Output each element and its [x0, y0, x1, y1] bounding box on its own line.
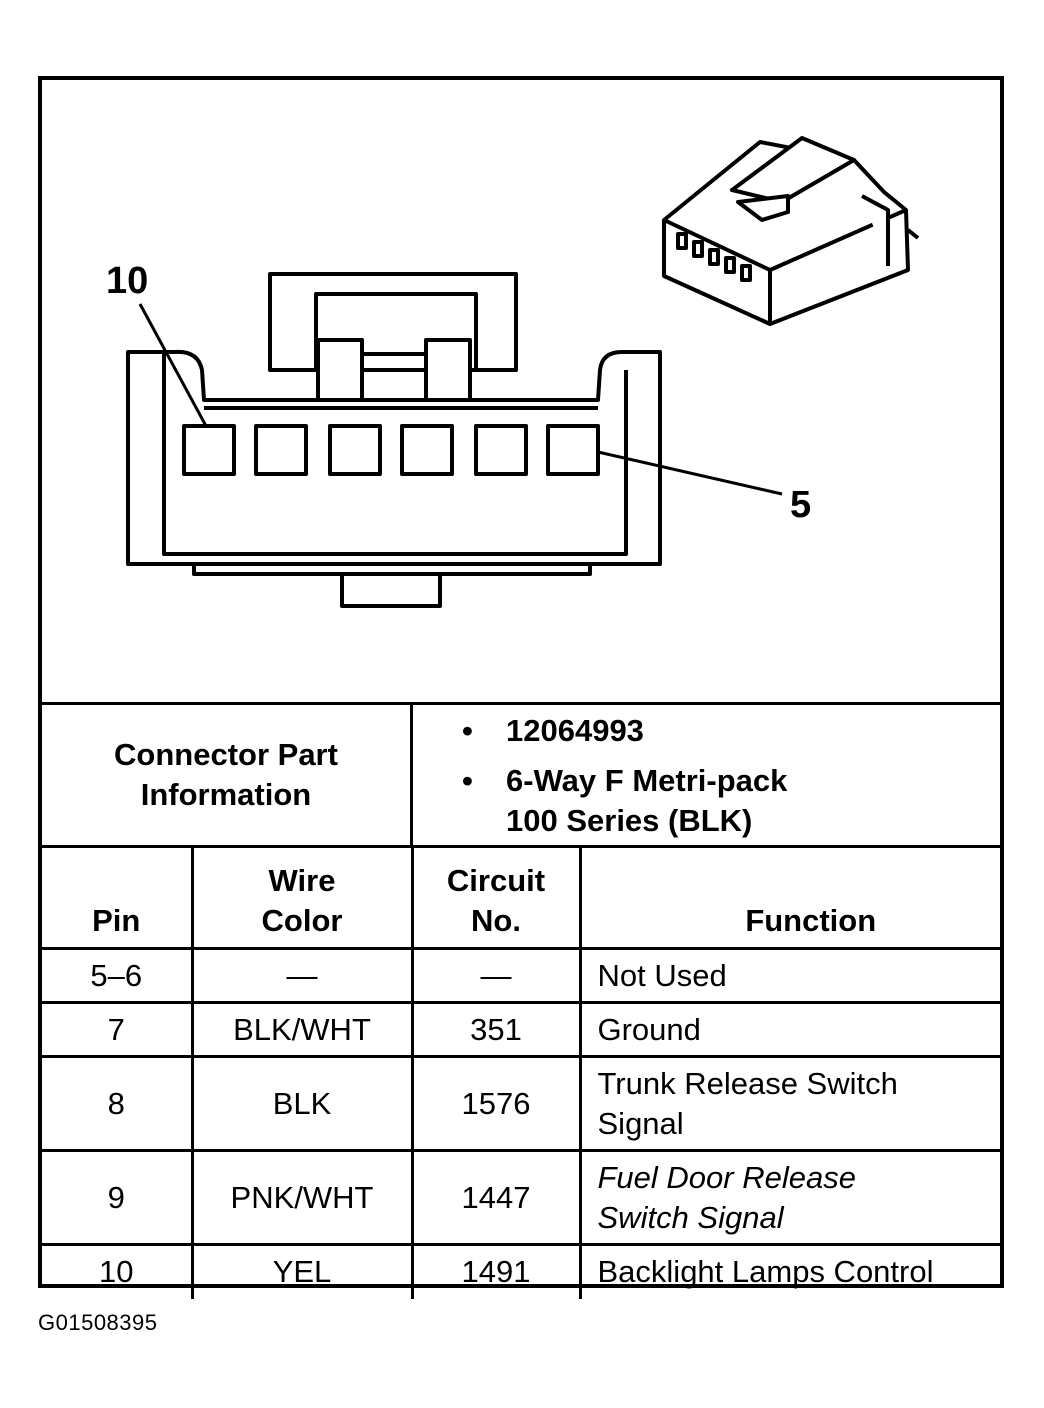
cell-circuit: 1447 [410, 1149, 582, 1246]
connector-info-list: 12064993 6-Way F Metri-pack 100 Series (… [442, 711, 787, 851]
header-circuit-line2: No. [471, 903, 521, 938]
table-row: 7 BLK/WHT 351 Ground [42, 1001, 1000, 1058]
cell-function: Ground [578, 1001, 1000, 1058]
connector-key [340, 574, 442, 608]
cell-circuit: — [410, 947, 582, 1004]
table-header-row: Pin Wire Color Circuit No. Function [42, 845, 1000, 950]
table-row: 10 YEL 1491 Backlight Lamps Control [42, 1243, 1000, 1299]
cell-function: Trunk Release Switch Signal [578, 1055, 1000, 1152]
connector-part-information: Connector Part Information 12064993 6-Wa… [42, 702, 1000, 845]
table-row: 9 PNK/WHT 1447 Fuel Door Release Switch … [42, 1149, 1000, 1246]
header-wire-color: Wire Color [190, 845, 414, 950]
pin-callout-5: 5 [790, 484, 812, 526]
cell-function-line2: Switch Signal [597, 1199, 784, 1235]
connector-drawing [126, 136, 920, 608]
connector-info-label-line2: Information [140, 777, 312, 812]
cell-function: Not Used [578, 947, 1000, 1004]
terminal-cavity [474, 424, 528, 476]
connector-isometric-view [662, 136, 920, 326]
cell-pin: 8 [42, 1055, 194, 1152]
cell-wire-color: — [190, 947, 414, 1004]
connector-inner-wall [162, 352, 628, 556]
cell-function-line1: Trunk Release Switch [597, 1065, 898, 1101]
terminal-cavity [328, 424, 382, 476]
cell-circuit: 1491 [410, 1243, 582, 1299]
header-circuit: Circuit No. [410, 845, 582, 950]
cell-wire-color: BLK/WHT [190, 1001, 414, 1058]
leader-line-5 [597, 450, 783, 496]
cell-pin: 7 [42, 1001, 194, 1058]
header-wire-color-line2: Color [261, 903, 343, 938]
connector-info-label: Connector Part Information [42, 705, 413, 845]
connector-illustration: 10 5 [42, 80, 1000, 702]
cell-pin: 9 [42, 1149, 194, 1246]
cell-wire-color: YEL [190, 1243, 414, 1299]
terminal-cavity [546, 424, 600, 476]
connector-body [126, 349, 662, 566]
latch-post-left [316, 338, 364, 402]
figure-id: G01508395 [38, 1310, 158, 1335]
cell-circuit: 351 [410, 1001, 582, 1058]
cell-function-line2: Signal [597, 1105, 684, 1141]
cell-function-line1: Not Used [597, 957, 727, 993]
header-circuit-line1: Circuit [446, 863, 546, 898]
cell-wire-color: PNK/WHT [190, 1149, 414, 1246]
cell-function-line1: Backlight Lamps Control [597, 1254, 934, 1290]
latch-post-right [424, 338, 472, 402]
cell-wire-color: BLK [190, 1055, 414, 1152]
cell-function-line1: Ground [597, 1011, 701, 1047]
terminal-cavity [400, 424, 454, 476]
table-row: 5–6 — — Not Used [42, 947, 1000, 1004]
cell-function: Backlight Lamps Control [578, 1243, 1000, 1299]
header-wire-color-line1: Wire [268, 863, 336, 898]
part-number: 12064993 [442, 711, 787, 751]
cell-pin: 10 [42, 1243, 194, 1299]
description-line1: 6-Way F Metri-pack [506, 763, 788, 798]
connector-info-label-line1: Connector Part [114, 737, 338, 772]
pinout-table: Pin Wire Color Circuit No. Function 5–6 … [42, 845, 1000, 1299]
table-row: 8 BLK 1576 Trunk Release Switch Signal [42, 1055, 1000, 1152]
cell-function-line1: Fuel Door Release [597, 1159, 856, 1195]
connector-rail [192, 564, 592, 576]
pin-callout-10: 10 [106, 260, 149, 302]
cell-circuit: 1576 [410, 1055, 582, 1152]
description-line2: 100 Series (BLK) [506, 803, 753, 838]
connector-description: 6-Way F Metri-pack 100 Series (BLK) [442, 761, 787, 841]
cell-function: Fuel Door Release Switch Signal [578, 1149, 1000, 1246]
terminal-cavity [254, 424, 308, 476]
terminal-cavity [182, 424, 236, 476]
header-pin: Pin [42, 845, 194, 950]
leader-line-10 [138, 303, 208, 427]
cell-pin: 5–6 [42, 947, 194, 1004]
connector-diagram-frame: 10 5 Connector Part Information 12064993… [38, 76, 1004, 1299]
header-function: Function [578, 845, 1000, 950]
